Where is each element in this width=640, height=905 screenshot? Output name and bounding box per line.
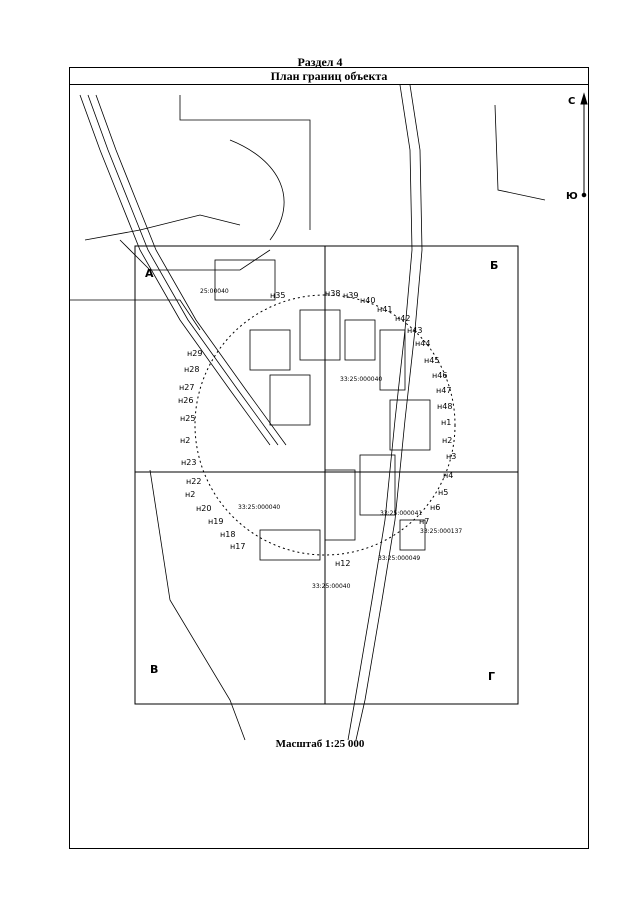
compass-north-label: С <box>568 96 575 107</box>
point-label: н42 <box>395 314 410 323</box>
block <box>359 454 396 516</box>
sheet-label-v: В <box>150 663 158 676</box>
point-label: н2 <box>185 490 195 499</box>
point-label: н4 <box>443 471 453 480</box>
block <box>249 329 291 371</box>
point-label: н47 <box>436 386 451 395</box>
point-label: н2 <box>442 436 452 445</box>
section-title: Раздел 4 <box>297 55 343 69</box>
point-label: н1 <box>441 418 451 427</box>
scale-label: Масштаб 1:25 000 <box>275 738 365 750</box>
boundary-line-northeast <box>494 104 546 201</box>
compass-south-label: Ю <box>566 191 578 202</box>
built-up-area <box>214 259 431 561</box>
point-label: н19 <box>208 517 223 526</box>
railway-line-3 <box>95 94 287 446</box>
point-label: н22 <box>186 477 201 486</box>
point-label: н3 <box>446 452 456 461</box>
map-frame: План границ объекта <box>69 67 589 849</box>
sheet-grid-outer <box>134 245 519 705</box>
block <box>269 374 311 426</box>
point-label: н38 <box>325 289 340 298</box>
sheet-grid <box>134 245 519 705</box>
point-label: н48 <box>437 402 452 411</box>
point-label: н43 <box>407 326 422 335</box>
point-label: н25 <box>180 414 195 423</box>
point-label: н39 <box>343 291 358 300</box>
parcel-label: 25:00040 <box>200 288 229 295</box>
point-label: н26 <box>178 396 193 405</box>
point-label: н35 <box>270 291 285 300</box>
point-label: н6 <box>430 503 440 512</box>
boundary-circle <box>194 294 456 556</box>
point-label: н46 <box>432 371 447 380</box>
point-label: н45 <box>424 356 439 365</box>
parcel-label: 33:25:000040 <box>340 376 382 383</box>
block <box>324 469 356 541</box>
point-label: н29 <box>187 349 202 358</box>
road-line-2 <box>355 84 423 741</box>
parcel-label: 33:25:000137 <box>420 528 462 535</box>
point-label: н27 <box>179 383 194 392</box>
sheet-label-b: Б <box>490 259 498 272</box>
block <box>379 329 406 391</box>
parcel-label: 33:25:000049 <box>378 555 420 562</box>
point-label: н2 <box>180 436 190 445</box>
parcel-labels: 25:00040 33:25:000040 33:25:000040 33:25… <box>200 288 462 590</box>
point-label: н7 <box>419 517 429 526</box>
boundary-point-labels: н29 н28 н27 н26 н25 н2 н23 н22 н2 н20 н1… <box>178 289 456 568</box>
block <box>259 529 321 561</box>
point-label: н20 <box>196 504 211 513</box>
point-label: н5 <box>438 488 448 497</box>
railway-line-2 <box>87 94 279 446</box>
point-label: н41 <box>377 305 392 314</box>
point-label: н18 <box>220 530 235 539</box>
point-label: н17 <box>230 542 245 551</box>
point-label: н12 <box>335 559 350 568</box>
arrow-head-icon <box>580 92 588 105</box>
sheet-label-g: Г <box>488 670 495 683</box>
parcel-label: 33:25:000041 <box>380 510 422 517</box>
point-label: н44 <box>415 339 430 348</box>
sheet-label-a: А <box>145 267 154 280</box>
boundary-line-southwest <box>149 469 246 741</box>
point-label: н28 <box>184 365 199 374</box>
block <box>389 399 431 451</box>
road-line-1 <box>347 84 413 741</box>
block <box>214 259 276 301</box>
arc-line-north <box>229 139 285 241</box>
north-arrow <box>580 92 588 198</box>
point-label: н40 <box>360 296 375 305</box>
road-line-west <box>84 214 241 241</box>
arrow-tail-dot <box>581 192 587 198</box>
sheet-letters: А Б В Г <box>145 259 498 683</box>
boundary-line-north <box>179 95 311 230</box>
railway-line-1 <box>79 94 271 446</box>
boundary-line-west <box>70 299 201 331</box>
parcel-label: 33:25:000040 <box>238 504 280 511</box>
point-label: н23 <box>181 458 196 467</box>
block <box>399 519 426 551</box>
map-linework <box>70 84 546 741</box>
plan-title: План границ объекта <box>70 68 588 85</box>
parcel-label: 33:25:00040 <box>312 583 351 590</box>
block <box>344 319 376 361</box>
block <box>299 309 341 361</box>
